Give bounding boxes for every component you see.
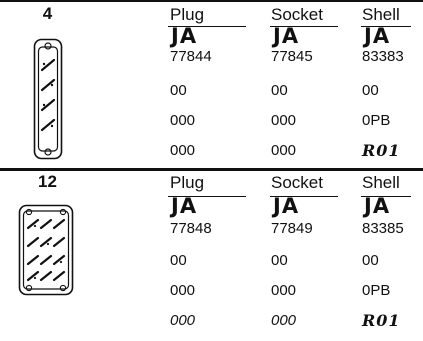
twelve-pin-connector-icon (18, 204, 74, 296)
shell-code: 0PB (362, 282, 391, 299)
header-underline (361, 196, 411, 197)
socket-code: 00 (271, 252, 288, 269)
header-plug: Plug (170, 173, 205, 192)
plug-code: 000 (170, 112, 196, 129)
plug-part-number: 77844 (170, 48, 212, 65)
handwritten-socket-code: JA (273, 194, 300, 218)
shell-code: 00 (362, 252, 379, 269)
shell-code: 00 (362, 82, 379, 99)
handwritten-shell-code: JA (364, 24, 391, 48)
handwritten-shell-revision: R01 (362, 311, 401, 330)
four-pin-connector-icon (33, 38, 63, 160)
header-underline (168, 196, 246, 197)
pin-count: 4 (42, 4, 53, 23)
plug-code: 000 (170, 142, 196, 159)
header-underline (361, 26, 411, 27)
socket-code: 00 (271, 82, 288, 99)
handwritten-plug-code: JA (171, 194, 198, 218)
shell-code: 0PB (362, 112, 391, 129)
shell-part-number: 83385 (362, 220, 404, 237)
plug-code: 000 (170, 312, 196, 329)
socket-part-number: 77845 (271, 48, 313, 65)
handwritten-shell-code: JA (364, 194, 391, 218)
header-shell: Shell (362, 5, 400, 24)
header-underline (168, 26, 246, 27)
header-plug: Plug (170, 5, 205, 24)
pin-count: 12 (38, 172, 57, 191)
header-shell: Shell (362, 173, 400, 192)
shell-part-number: 83383 (362, 48, 404, 65)
socket-part-number: 77849 (271, 220, 313, 237)
header-underline (270, 26, 338, 27)
plug-code: 000 (170, 282, 196, 299)
plug-part-number: 77848 (170, 220, 212, 237)
connector-section-4: 4 Plug Socket Shell JA JA JA 77844 77845… (0, 0, 423, 168)
header-socket: Socket (271, 5, 323, 24)
handwritten-shell-revision: R01 (362, 141, 401, 160)
connector-section-12: 12 Plug Socket Shell (0, 168, 423, 341)
handwritten-socket-code: JA (273, 24, 300, 48)
plug-code: 00 (170, 82, 187, 99)
socket-code: 000 (271, 112, 297, 129)
socket-code: 000 (271, 282, 297, 299)
socket-code: 000 (271, 312, 297, 329)
header-socket: Socket (271, 173, 323, 192)
section-divider (0, 168, 423, 171)
plug-code: 00 (170, 252, 187, 269)
handwritten-plug-code: JA (171, 24, 198, 48)
header-underline (270, 196, 338, 197)
section-divider (0, 0, 423, 2)
socket-code: 000 (271, 142, 297, 159)
